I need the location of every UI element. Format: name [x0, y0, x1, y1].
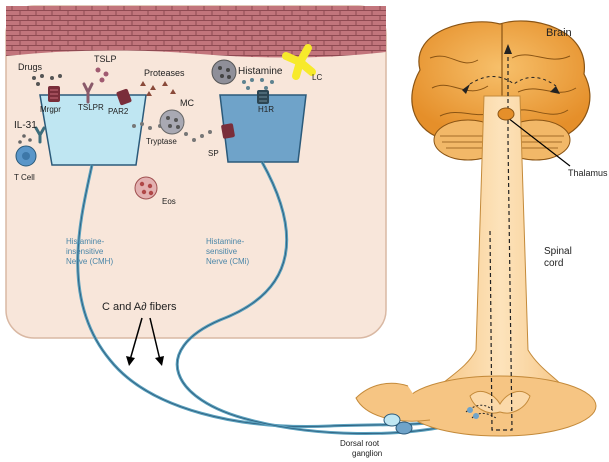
label-par2: PAR2: [108, 107, 129, 116]
mrgpr-receptor-icon: [48, 86, 60, 102]
label-mc: MC: [180, 98, 194, 108]
cerebrum: [411, 20, 591, 139]
drg-cell-2: [395, 421, 413, 435]
label-cmi-line2: sensitive: [206, 247, 238, 256]
label-cmi-line1: Histamine-: [206, 237, 245, 246]
label-thalamus: Thalamus: [568, 168, 608, 178]
label-eos: Eos: [162, 197, 176, 206]
label-tslp: TSLP: [94, 54, 117, 64]
label-proteases: Proteases: [144, 68, 185, 78]
sp-molecules: [184, 130, 212, 142]
tslp-molecules: [95, 67, 109, 83]
label-spinal-line1: Spinal: [544, 246, 572, 257]
label-tslpr: TSLPR: [78, 103, 104, 112]
label-fibers: C and A∂ fibers: [102, 301, 177, 313]
label-drg-line1: Dorsal root: [340, 439, 380, 448]
label-cmh-line2: insensitive: [66, 247, 104, 256]
label-lc: LC: [312, 73, 322, 82]
tslpr-receptor-icon: [82, 82, 94, 104]
label-drg-line2: ganglion: [352, 449, 382, 458]
mast-cell-icon: [159, 109, 185, 135]
thalamic-projections: [469, 76, 557, 87]
label-drugs: Drugs: [18, 62, 43, 72]
epidermis-layer: [6, 6, 386, 58]
h1r-receptor-icon: [257, 90, 269, 104]
t-cell-icon: [15, 145, 37, 167]
par2-receptor-icon: [116, 88, 132, 106]
label-cmh-line3: Nerve (CMH): [66, 257, 113, 266]
thalamus-pointer: [507, 117, 571, 167]
label-tryptase: Tryptase: [146, 137, 177, 146]
label-sp: SP: [208, 149, 219, 158]
eosinophil-icon: [134, 176, 158, 200]
il31-receptor-icon: [34, 126, 46, 144]
gray-matter: [469, 391, 531, 414]
label-brain: Brain: [546, 27, 572, 39]
skin-panel: [5, 5, 387, 339]
label-h1r: H1R: [258, 105, 274, 114]
label-spinal-line2: cord: [544, 258, 563, 269]
fiber-arrows: [126, 317, 164, 366]
cmi-nerve-terminal: [219, 94, 307, 163]
spinal-root-left: [355, 382, 431, 422]
label-histamine: Histamine: [238, 66, 283, 77]
protease-molecules: [140, 81, 176, 96]
label-cmh-line1: Histamine-: [66, 237, 105, 246]
histamine-molecules: [242, 78, 274, 90]
label-mrgpr: Mrgpr: [40, 105, 61, 114]
drug-molecules: [32, 74, 62, 86]
label-t-cell: T Cell: [14, 173, 35, 182]
label-cmi-line3: Nerve (CMi): [206, 257, 249, 266]
il31-molecules: [18, 134, 32, 144]
thalamus: [497, 107, 515, 121]
cmh-nerve-terminal: [39, 94, 147, 166]
cmi-nerve-fiber-outline: [176, 161, 449, 434]
drg-cell-1: [383, 413, 401, 427]
langerhans-cell-icon: [282, 44, 316, 80]
label-il31: IL-31: [14, 120, 37, 131]
histamine-mast-cell-icon: [211, 59, 237, 85]
sp-receptor-icon: [221, 123, 235, 139]
cmh-nerve-fiber-outline: [77, 164, 451, 427]
